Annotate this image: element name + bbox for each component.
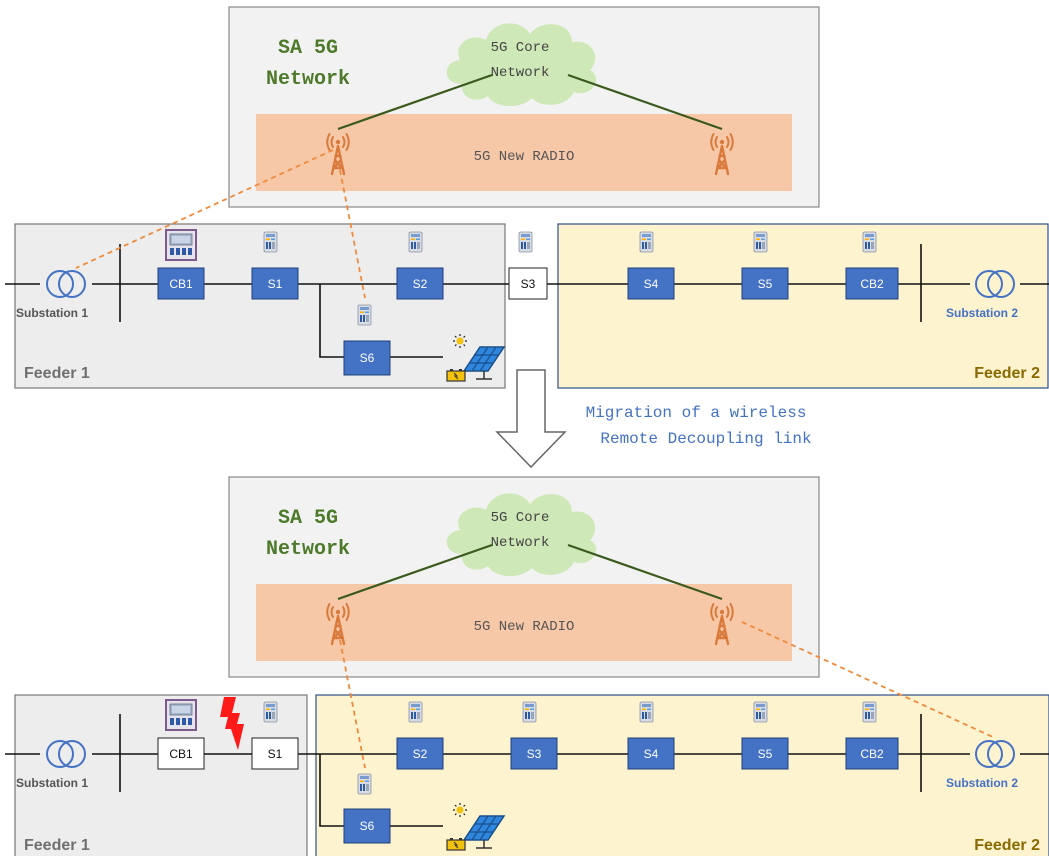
feeder2-label: Feeder 2 [974,365,1040,382]
feeder2-area-bottom [315,694,1049,856]
bottom-scenario: 5G Core Network SA 5G Network 5G New RAD… [5,476,1049,856]
switch-label: S4 [644,747,659,761]
backhaul-link-right [567,73,723,131]
switch-label: S3 [527,747,542,761]
switch-label: S2 [413,277,428,291]
core-network-label-line2: Network [491,535,550,551]
rtu-device-icon [753,701,768,723]
switch-cb2: CB2 [845,231,899,300]
rtu-device-icon [862,701,877,723]
backhaul-link-left [337,73,493,131]
rtu-device-icon [862,231,877,253]
migration-indicator: Migration of a wireless Remote Decouplin… [495,369,812,469]
network-title-line2: Network [266,68,350,91]
radio-label: 5G New RADIO [474,149,575,165]
rtu-device-icon [639,701,654,723]
switch-label: CB1 [169,277,193,291]
switch-s6: S6 [343,773,391,844]
switch-s4: S4 [627,701,675,770]
core-network-label-line2: Network [491,65,550,81]
switch-s1: S1 [251,231,299,300]
switch-label: CB2 [860,277,884,291]
rtu-device-icon [357,773,372,795]
rtu-device-icon [522,701,537,723]
backhaul-link-left [337,543,493,601]
network-title-line2: Network [266,538,350,561]
top-scenario: 5G Core Network SA 5G Network 5G New RAD… [5,6,1049,389]
switch-label: CB2 [860,747,884,761]
switch-label: S6 [360,351,375,365]
down-arrow-icon [495,369,567,469]
switch-s2: S2 [396,231,444,300]
rtu-device-icon [263,231,278,253]
migration-label-line1: Migration of a wireless [586,404,807,422]
switch-label: S1 [268,747,283,761]
feeder1-label: Feeder 1 [24,365,90,382]
relay-device-icon [165,229,197,261]
branch-line-s6 [319,754,443,827]
substation1-label: Substation 1 [16,776,88,790]
lightning-fault-icon [220,697,244,750]
rtu-device-icon [639,231,654,253]
switch-label: S4 [644,277,659,291]
substation1-label: Substation 1 [16,306,88,320]
radio-label: 5G New RADIO [474,619,575,635]
switch-label: S1 [268,277,283,291]
switch-s4: S4 [627,231,675,300]
feeder1-area-bottom [14,694,308,856]
core-network-label-line1: 5G Core [491,510,550,526]
rtu-device-icon [408,231,423,253]
core-network-label-line1: 5G Core [491,40,550,56]
wireless-link [75,149,334,269]
switch-cb2: CB2 [845,701,899,770]
switch-label: S6 [360,819,375,833]
switch-label: S3 [521,277,536,291]
network-title-line1: SA 5G [278,37,338,60]
rtu-device-icon [408,701,423,723]
feeder1-label: Feeder 1 [24,837,90,854]
network-title-line1: SA 5G [278,507,338,530]
migration-label-line2: Remote Decoupling link [600,430,811,448]
switch-s5: S5 [741,231,789,300]
switch-s3: S3 [508,231,548,300]
wireless-link [741,621,996,739]
backhaul-link-right [567,543,723,601]
rtu-device-icon [357,304,372,326]
switch-s2: S2 [396,701,444,770]
relay-device-icon [165,699,197,731]
switch-cb1: CB1 [157,229,205,300]
switch-s3: S3 [510,701,558,770]
switch-s6: S6 [343,304,391,376]
branch-line-s6 [319,284,443,358]
substation2-label: Substation 2 [946,306,1018,320]
wireless-link [339,639,366,769]
feeder2-label: Feeder 2 [974,837,1040,854]
feeder1-area-top [14,223,506,389]
switch-label: S5 [758,277,773,291]
switch-label: S2 [413,747,428,761]
switch-s5: S5 [741,701,789,770]
switch-cb1: CB1 [157,699,205,770]
rtu-device-icon [263,701,278,723]
wireless-link [339,169,366,299]
rtu-device-icon [518,231,533,253]
feeder2-area-top [557,223,1049,389]
switch-s1: S1 [251,701,299,770]
rtu-device-icon [753,231,768,253]
substation2-label: Substation 2 [946,776,1018,790]
switch-label: CB1 [169,747,193,761]
switch-label: S5 [758,747,773,761]
